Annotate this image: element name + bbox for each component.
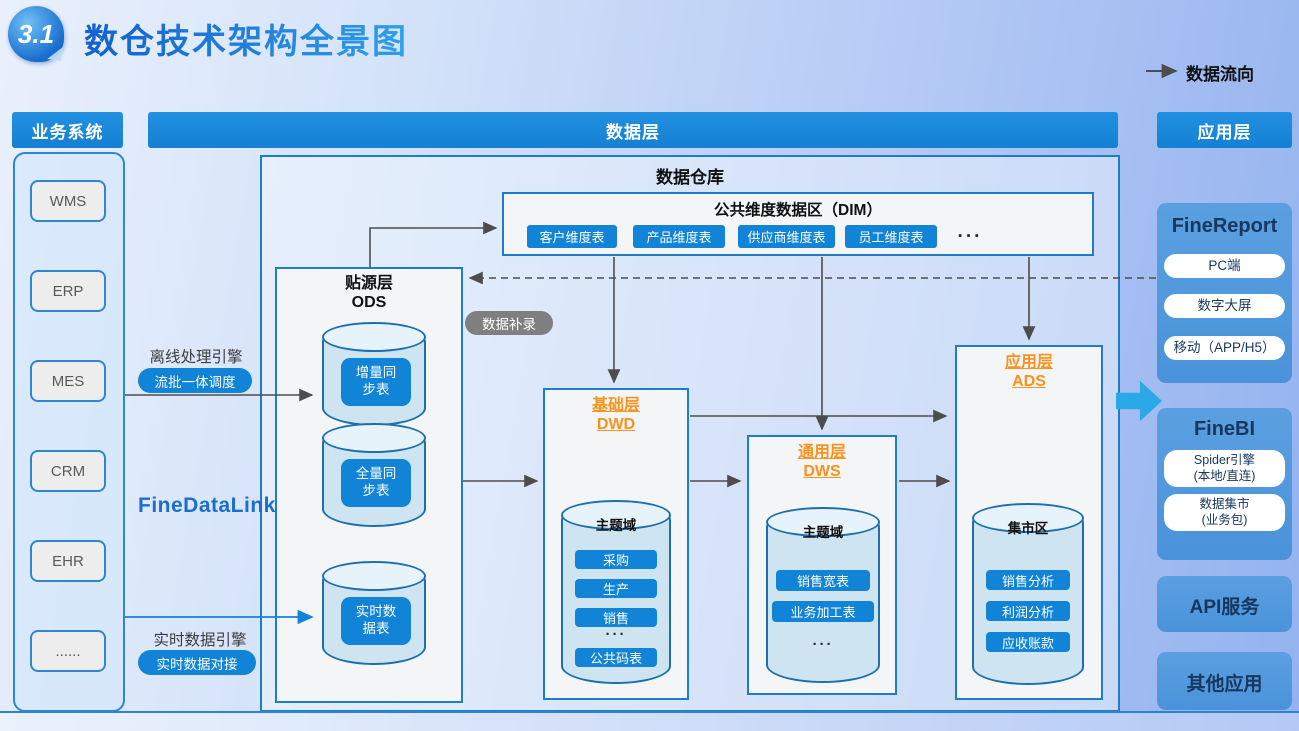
finebi-pill-datamart: 数据集市 (业务包) xyxy=(1164,494,1285,531)
dws-title-line1: 通用层 xyxy=(797,444,846,461)
ads-title-line1: 应用层 xyxy=(1004,354,1053,371)
label-line: (本地/直连) xyxy=(1193,468,1256,483)
flow-legend-label: 数据流向 xyxy=(1186,65,1254,84)
ods-table-realtime: 实时数 据表 xyxy=(341,597,411,645)
ods-table-incremental: 增量同 步表 xyxy=(341,358,411,406)
finereport-box: FineReport PC端 数字大屏 移动（APP/H5） xyxy=(1157,203,1292,383)
header-application-layer: 应用层 xyxy=(1157,112,1292,148)
api-service-label: API服务 xyxy=(1189,597,1260,618)
dws-item-business-process: 业务加工表 xyxy=(772,601,874,622)
dim-table-employee: 员工维度表 xyxy=(845,225,937,248)
other-apps-box: 其他应用 xyxy=(1157,652,1292,710)
ads-zone-label: 集市区 xyxy=(1007,521,1049,536)
finereport-pill-bigscreen: 数字大屏 xyxy=(1164,294,1285,318)
other-apps-label: 其他应用 xyxy=(1186,674,1263,695)
ods-title-line2: ODS xyxy=(351,294,387,312)
ads-cylinder: 集市区 xyxy=(972,503,1084,685)
dwd-zone-label: 主题域 xyxy=(595,518,637,533)
dim-table-supplier: 供应商维度表 xyxy=(738,225,835,248)
finereport-pill-mobile: 移动（APP/H5） xyxy=(1164,336,1285,360)
dwd-item-production: 生产 xyxy=(575,579,657,598)
dim-area-title: 公共维度数据区（DIM） xyxy=(714,202,882,219)
ods-cylinder-incremental: 增量同 步表 xyxy=(322,322,426,426)
ads-title-line2: ADS xyxy=(1012,373,1046,391)
dws-item-sales-wide: 销售宽表 xyxy=(776,570,870,591)
business-system-wms: WMS xyxy=(30,180,106,222)
header-data-layer: 数据层 xyxy=(148,112,1118,148)
offline-engine-label: 离线处理引擎 xyxy=(149,349,243,366)
ods-title-line1: 贴源层 xyxy=(344,275,393,292)
ads-layer-title: 应用层 ADS xyxy=(957,353,1101,391)
dws-cylinder: 主题域 xyxy=(766,507,880,683)
ods-cylinder-realtime: 实时数 据表 xyxy=(322,561,426,665)
dwd-title-line1: 基础层 xyxy=(591,397,640,414)
dwd-ellipsis: ··· xyxy=(605,626,627,643)
ads-item-receivables: 应收账款 xyxy=(986,632,1070,652)
finereport-pill-pc: PC端 xyxy=(1164,254,1285,278)
finebi-title: FineBI xyxy=(1193,418,1256,440)
dwd-item-sales: 销售 xyxy=(575,608,657,627)
dwd-item-common-code: 公共码表 xyxy=(575,648,657,667)
dim-ellipsis: ··· xyxy=(957,226,983,247)
label-line: (业务包) xyxy=(1201,512,1248,527)
business-system-ehr: EHR xyxy=(30,540,106,582)
header-business-systems: 业务系统 xyxy=(12,112,123,148)
business-system-crm: CRM xyxy=(30,450,106,492)
business-system-more: ...... xyxy=(30,630,106,672)
ods-table-full: 全量同 步表 xyxy=(341,459,411,507)
business-system-erp: ERP xyxy=(30,270,106,312)
label-line: 增量同 xyxy=(355,365,397,381)
section-number-badge: 3.1 xyxy=(8,6,64,62)
bottom-band xyxy=(0,713,1299,731)
finebi-box: FineBI Spider引擎 (本地/直连) 数据集市 (业务包) xyxy=(1157,408,1292,560)
dwd-layer-title: 基础层 DWD xyxy=(545,396,687,434)
bottom-divider xyxy=(0,711,1299,713)
business-system-mes: MES xyxy=(30,360,106,402)
dim-table-product: 产品维度表 xyxy=(633,225,725,248)
label-line: Spider引擎 xyxy=(1193,452,1256,467)
data-patch-pill: 数据补录 xyxy=(465,311,553,335)
label-line: 据表 xyxy=(362,621,390,636)
label-line: 步表 xyxy=(362,382,390,397)
api-service-box: API服务 xyxy=(1157,576,1292,632)
ods-layer-title: 贴源层 ODS xyxy=(277,274,461,312)
realtime-engine-label: 实时数据引擎 xyxy=(153,632,247,649)
dws-zone-label: 主题域 xyxy=(802,525,844,540)
finebi-pill-spider: Spider引擎 (本地/直连) xyxy=(1164,450,1285,487)
label-line: 实时数 xyxy=(355,604,397,620)
business-systems-container xyxy=(13,152,125,712)
data-warehouse-title: 数据仓库 xyxy=(656,168,724,187)
label-line: 全量同 xyxy=(355,466,397,482)
dwd-title-line2: DWD xyxy=(596,416,636,434)
layer-flow-block-arrow-icon xyxy=(1116,380,1162,422)
finereport-title: FineReport xyxy=(1171,215,1278,237)
dws-layer-title: 通用层 DWS xyxy=(749,443,895,481)
ads-item-profit-analysis: 利润分析 xyxy=(986,601,1070,621)
dws-title-line2: DWS xyxy=(803,463,841,481)
label-line: 数据集市 xyxy=(1199,496,1250,511)
dim-table-customer: 客户维度表 xyxy=(527,225,617,248)
offline-engine-pill: 流批一体调度 xyxy=(138,368,252,393)
dws-ellipsis: ··· xyxy=(812,636,834,653)
page-title: 数仓技术架构全景图 xyxy=(84,14,408,63)
finedatalink-logo: FineDataLink xyxy=(138,494,276,517)
realtime-engine-pill: 实时数据对接 xyxy=(138,650,256,675)
ads-item-sales-analysis: 销售分析 xyxy=(986,570,1070,590)
label-line: 步表 xyxy=(362,483,390,498)
ods-cylinder-full: 全量同 步表 xyxy=(322,423,426,527)
dwd-item-purchase: 采购 xyxy=(575,550,657,569)
